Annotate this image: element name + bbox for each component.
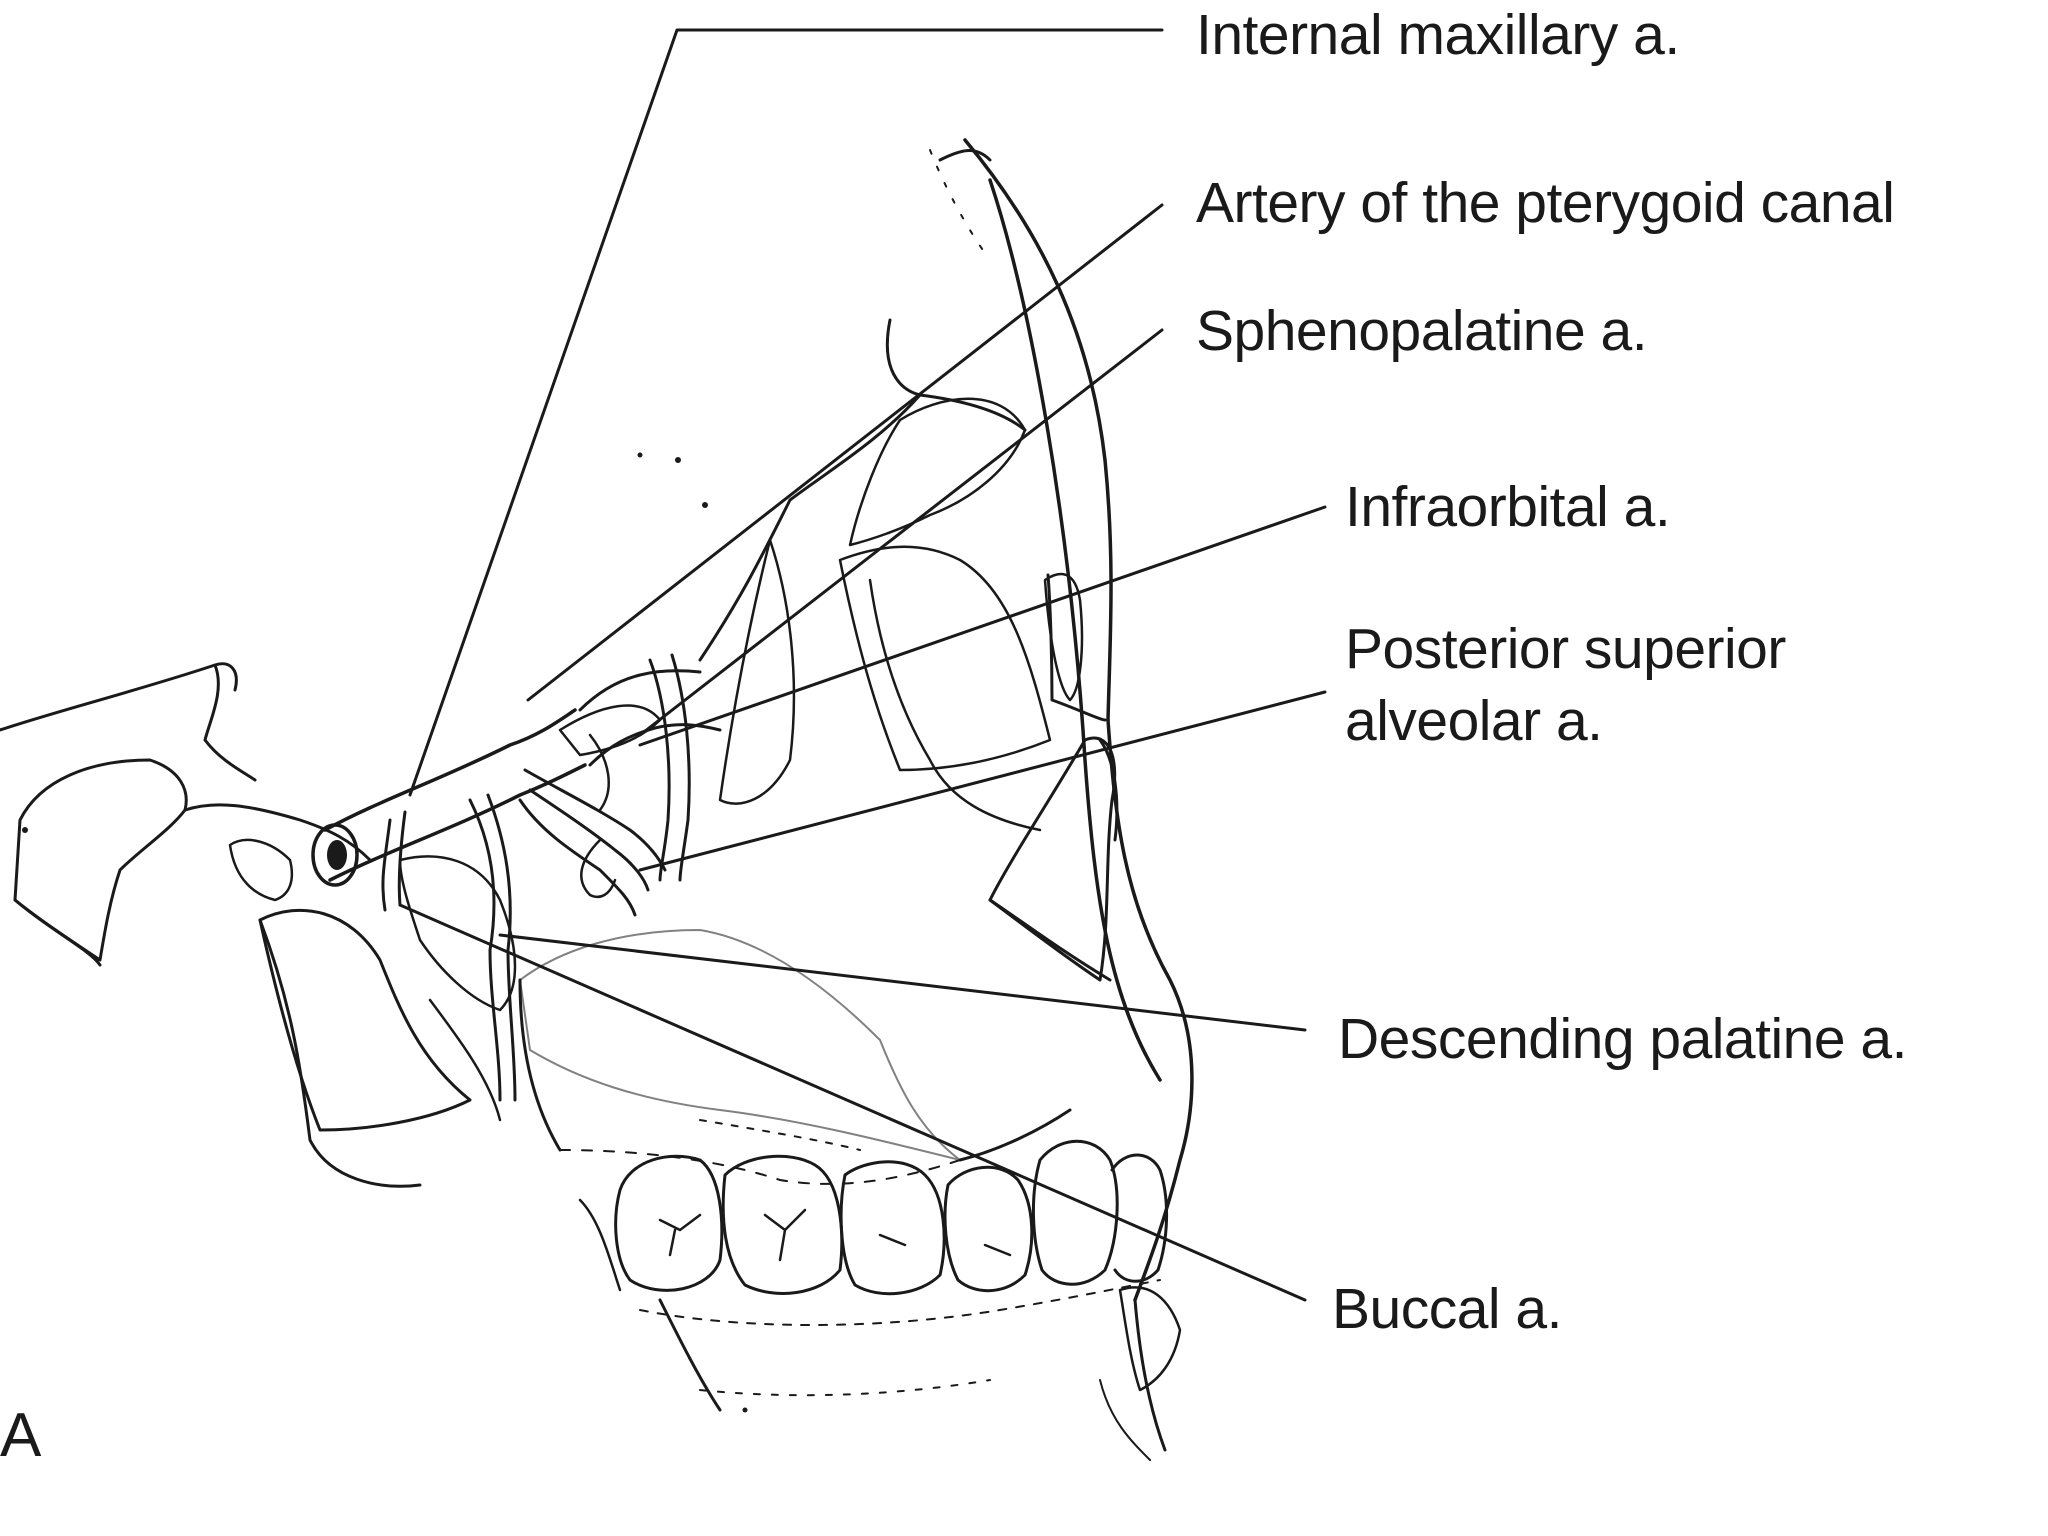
artery-branches <box>311 653 722 1102</box>
label-posterior-superior-line2: alveolar a. <box>1345 689 1603 753</box>
orbit-region <box>698 318 1107 832</box>
leader-buccal <box>398 903 1307 1302</box>
mandible-hint <box>658 1298 1167 1461</box>
label-buccal-artery: Buccal a. <box>1332 1277 1562 1341</box>
teeth-row <box>578 1139 1182 1392</box>
leader-posterior-superior-alveolar <box>638 690 1327 872</box>
label-internal-maxillary-artery: Internal maxillary a. <box>1196 3 1680 67</box>
label-artery-of-pterygoid-canal: Artery of the pterygoid canal <box>1196 171 1895 235</box>
label-posterior-superior-line1: Posterior superior <box>1345 617 1786 681</box>
leader-internal-maxillary <box>408 28 1164 797</box>
print-specks <box>22 452 748 1413</box>
label-descending-palatine-artery: Descending palatine a. <box>1338 1007 1907 1071</box>
label-infraorbital-artery: Infraorbital a. <box>1345 475 1671 539</box>
leader-descending-palatine <box>498 933 1307 1032</box>
leader-sphenopalatine <box>638 328 1164 737</box>
label-sphenopalatine-artery: Sphenopalatine a. <box>1196 299 1648 363</box>
leader-lines <box>398 28 1327 1302</box>
leader-pterygoid-canal <box>526 203 1164 702</box>
skull-outline <box>929 138 1194 1302</box>
sphenoid-region <box>0 662 517 1188</box>
panel-letter: A <box>0 1401 42 1470</box>
zygomatic-process <box>988 736 1119 982</box>
leader-infraorbital <box>638 505 1327 747</box>
